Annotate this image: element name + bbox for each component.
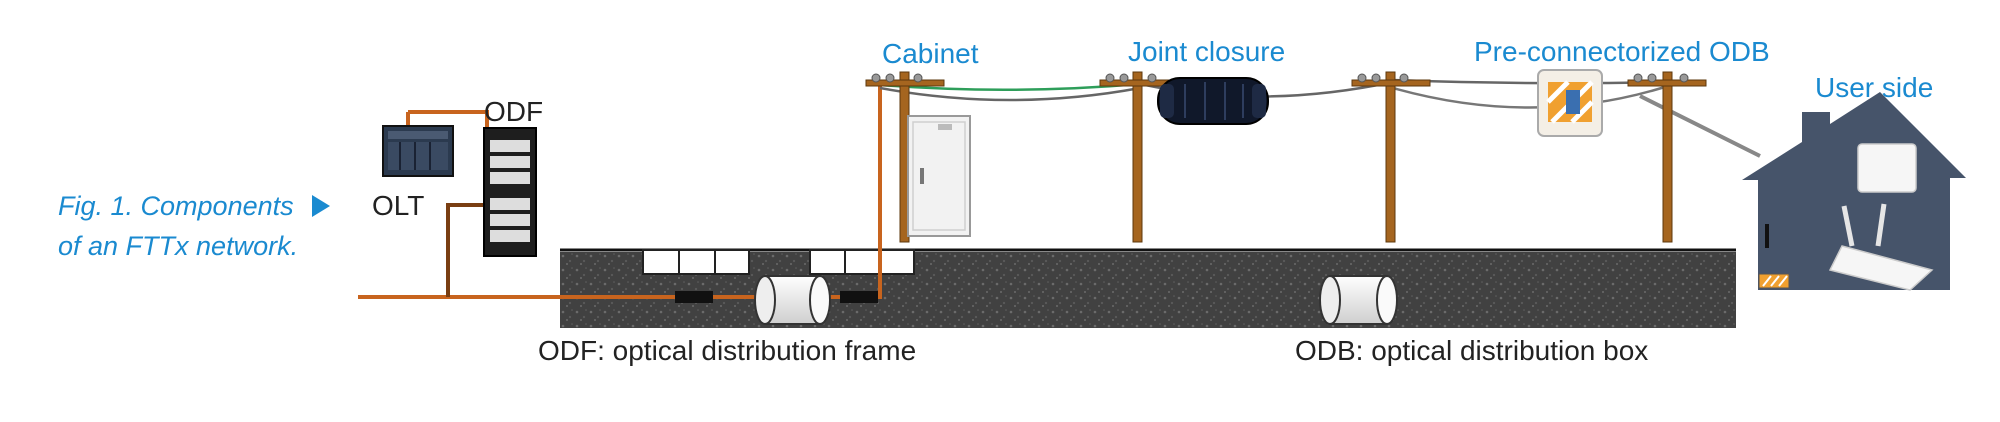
- pole-4: [1627, 71, 1707, 243]
- odf-drop-fiber: [446, 203, 490, 297]
- aerial-cable-1: [879, 86, 1141, 102]
- label-olt: OLT: [372, 190, 425, 221]
- user-house: [1742, 92, 1966, 291]
- router-device: [1828, 203, 1934, 291]
- street-cabinet: [907, 115, 971, 237]
- caption-line-1: Fig. 1. Components: [58, 191, 294, 221]
- odf-rack: [483, 127, 537, 257]
- label-user-side: User side: [1815, 72, 1934, 103]
- caption-line-2: of an FTTx network.: [58, 231, 299, 261]
- joint-closure-device: [1157, 77, 1269, 125]
- legend-odf-definition: ODF: optical distribution frame: [538, 335, 917, 366]
- label-joint-closure: Joint closure: [1128, 36, 1286, 67]
- manhole-2: [809, 249, 915, 275]
- feeder-fiber: [358, 82, 882, 299]
- duct-2: [1319, 275, 1398, 325]
- label-odb: Pre-connectorized ODB: [1474, 36, 1770, 67]
- legend-odb-definition: ODB: optical distribution box: [1295, 335, 1649, 366]
- odb-box: [1537, 69, 1603, 137]
- splice-sleeve-2: [840, 291, 878, 303]
- duct-1: [754, 275, 831, 325]
- manhole-1: [642, 249, 750, 275]
- figure-caption: Fig. 1. Components of an FTTx network.: [58, 186, 330, 266]
- label-odf: ODF: [484, 96, 544, 127]
- pole-1: [865, 71, 945, 243]
- drop-cable: [1639, 94, 1761, 158]
- label-cabinet: Cabinet: [882, 38, 979, 69]
- pole-3: [1351, 71, 1431, 243]
- aerial-cable-4: [1392, 84, 1669, 109]
- olt-device: [382, 110, 490, 177]
- arrow-right-icon: [311, 195, 330, 217]
- splice-sleeve-1: [675, 291, 713, 303]
